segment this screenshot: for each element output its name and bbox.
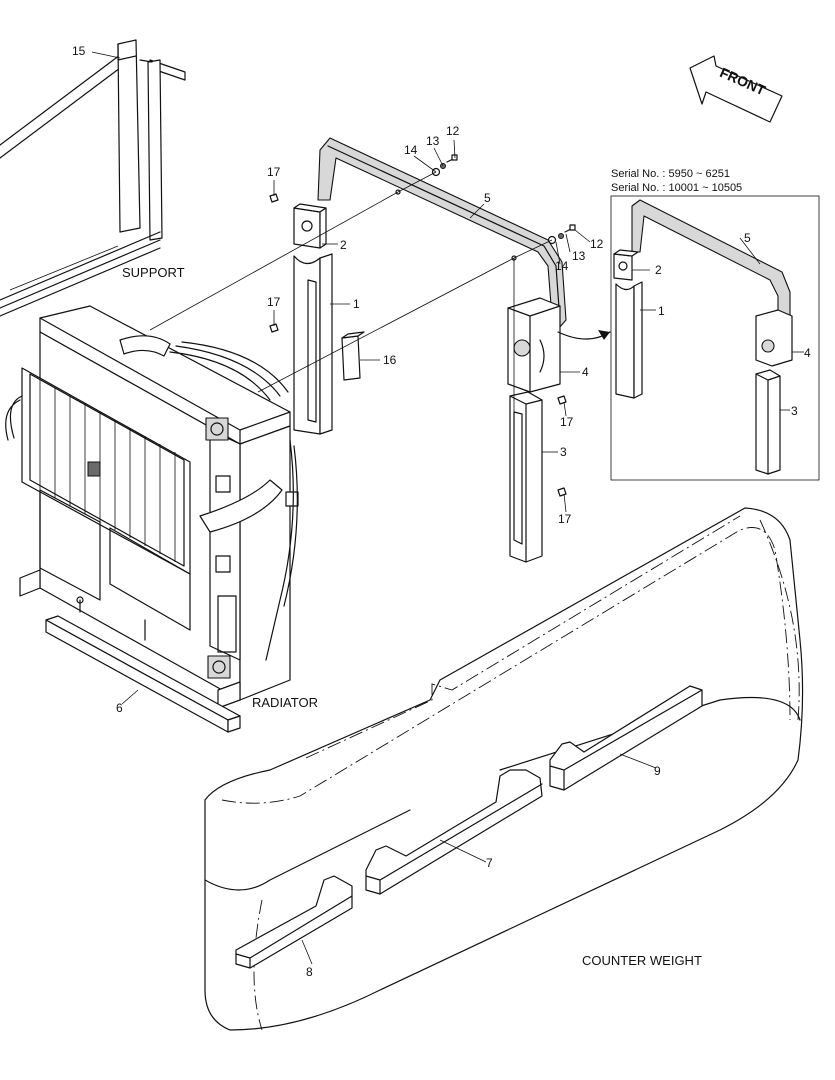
callout-7: 7 [486,856,493,870]
support-label: SUPPORT [122,265,185,280]
callout-9: 9 [654,764,661,778]
callout-16: 16 [383,353,397,367]
callout-13-right: 13 [572,249,586,263]
inset-pointer-arrowhead [598,330,610,340]
assembly-lines [149,171,553,430]
callout-6: 6 [116,701,123,715]
callout-14-top: 14 [404,143,418,157]
callout-15: 15 [72,44,86,58]
callout-3: 3 [560,445,567,459]
callout-5: 5 [484,191,491,205]
callout-8: 8 [306,965,313,979]
callout-14-right: 14 [555,259,569,273]
front-arrow [689,55,783,123]
part-8-pad [235,875,353,969]
part-1-pad [293,253,333,435]
radiator-assembly [5,305,299,709]
part-16-block [341,331,365,381]
callout-17-right: 17 [560,415,574,429]
inset-callout-5: 5 [744,231,751,245]
callout-12-right: 12 [590,237,604,251]
leader-lines [91,51,804,965]
inset-callout-3: 3 [791,404,798,418]
callout-17-bottom: 17 [558,512,572,526]
callout-1: 1 [353,297,360,311]
radiator-label: RADIATOR [252,695,318,710]
counter-weight-label: COUNTER WEIGHT [582,953,702,968]
part-7-pad [365,769,543,895]
callout-2: 2 [340,238,347,252]
part-6-bar [45,615,241,733]
callout-12-top: 12 [446,124,460,138]
inset-callout-4: 4 [804,346,811,360]
part-2-block [293,203,327,249]
part-3-pad [509,391,543,563]
inset-frame [610,195,820,481]
part-4-block [507,297,561,393]
fasteners [269,154,576,497]
support-frame [0,39,186,317]
callout-labels: 15 17 14 13 12 5 2 17 1 16 12 13 14 4 17… [72,44,811,979]
callout-4: 4 [582,365,589,379]
part-9-pad [549,685,703,791]
serial-range-2: Serial No. : 10001 ~ 10505 [611,182,742,194]
counter-weight [204,507,804,1031]
serial-range-1: Serial No. : 5950 ~ 6251 [611,168,730,180]
inset-callout-2: 2 [655,263,662,277]
serial-inset [610,195,820,481]
callout-13-top: 13 [426,134,440,148]
inset-callout-1: 1 [658,304,665,318]
callout-17-mid: 17 [267,295,281,309]
callout-17-top: 17 [267,165,281,179]
